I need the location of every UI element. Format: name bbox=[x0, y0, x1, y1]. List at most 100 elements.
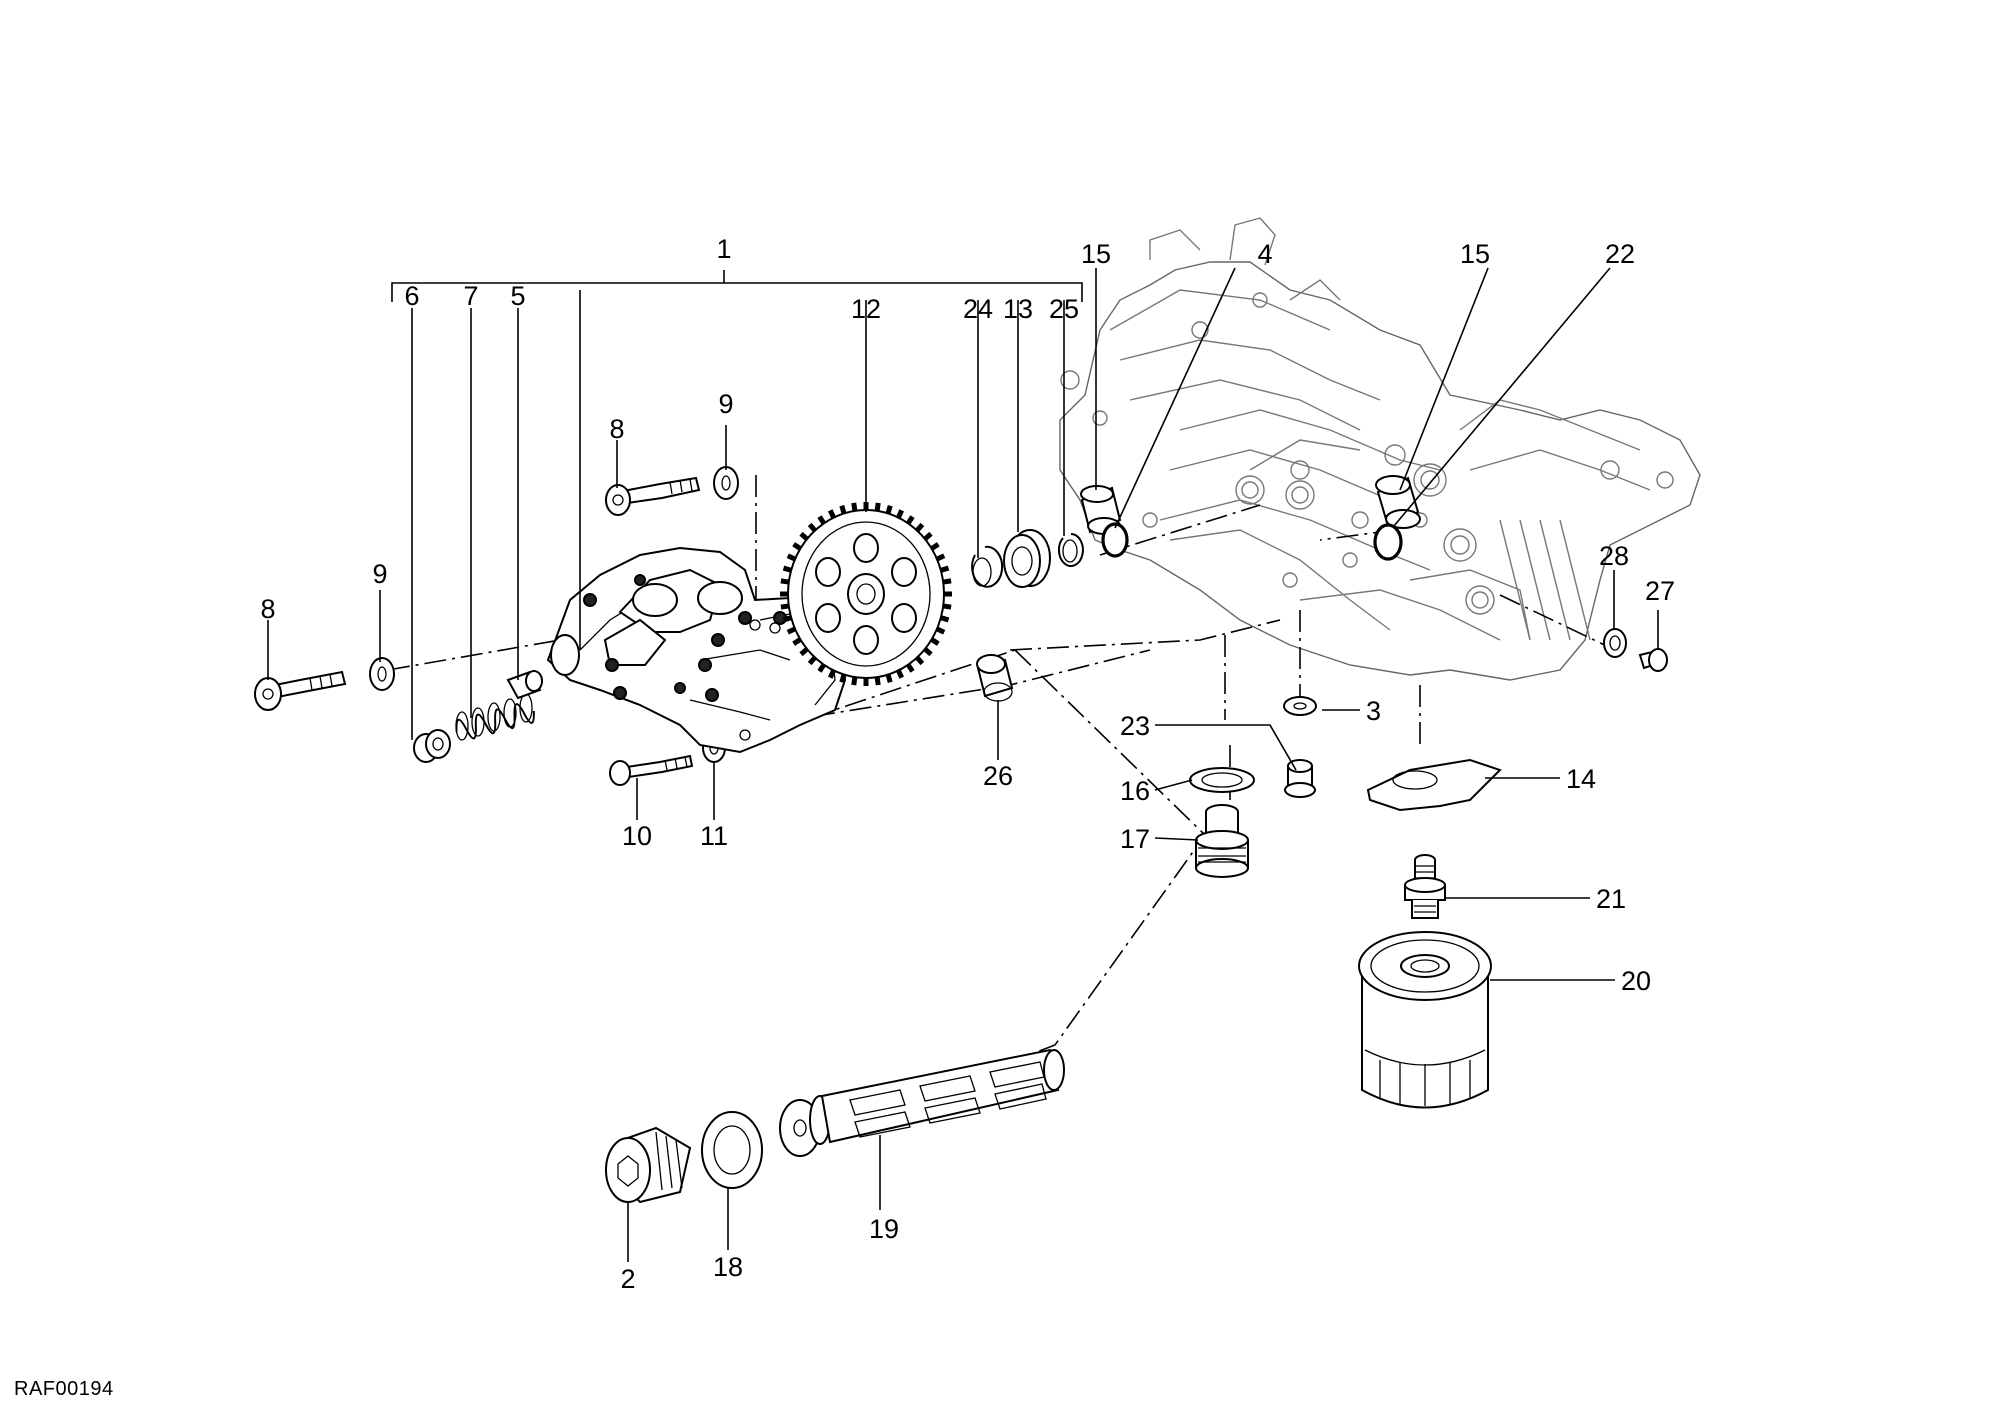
piston-5 bbox=[506, 670, 543, 700]
oil-pump-body bbox=[546, 546, 847, 754]
crankcase-housing bbox=[1059, 217, 1701, 681]
gear-tooth bbox=[786, 553, 797, 562]
callout-27: 27 bbox=[1645, 576, 1675, 606]
callout-11: 11 bbox=[700, 821, 728, 851]
gear-tooth bbox=[792, 637, 802, 646]
gear-tooth bbox=[817, 663, 826, 673]
circlip-25 bbox=[1057, 533, 1084, 567]
callout-1: 1 bbox=[716, 234, 731, 264]
callout-18: 18 bbox=[713, 1252, 743, 1282]
strainer-19 bbox=[779, 1048, 1065, 1157]
gear-tooth bbox=[874, 676, 881, 686]
gear-tooth bbox=[930, 637, 940, 646]
gear-tooth bbox=[792, 542, 802, 551]
callout-8-upper: 8 bbox=[609, 414, 624, 444]
circlip-24 bbox=[971, 545, 1004, 588]
gear-tooth bbox=[799, 647, 809, 657]
bushing-15-right bbox=[1375, 475, 1421, 529]
callout-23: 23 bbox=[1120, 711, 1150, 741]
callout-12: 12 bbox=[851, 294, 881, 324]
callout-7: 7 bbox=[463, 281, 478, 311]
leader-lines bbox=[267, 267, 1659, 1262]
callout-16: 16 bbox=[1120, 776, 1150, 806]
gear-tooth bbox=[896, 669, 904, 679]
callout-25: 25 bbox=[1049, 294, 1079, 324]
washer-9-left bbox=[369, 657, 395, 691]
gear-tooth bbox=[786, 626, 797, 635]
drawing-code: RAF00194 bbox=[14, 1378, 114, 1400]
callout-15-right: 15 bbox=[1460, 239, 1490, 269]
gear-tooth bbox=[817, 515, 826, 525]
gear-tooth bbox=[915, 522, 925, 533]
gear-tooth bbox=[828, 509, 836, 519]
gear-tooth bbox=[782, 615, 792, 623]
gear-tooth bbox=[828, 669, 836, 679]
spacer-26 bbox=[976, 654, 1014, 702]
gear-tooth bbox=[807, 522, 817, 533]
callout-26: 26 bbox=[983, 761, 1013, 791]
callout-3: 3 bbox=[1366, 696, 1381, 726]
callout-24: 24 bbox=[963, 294, 993, 324]
gear-tooth bbox=[930, 542, 940, 551]
gear-tooth bbox=[923, 647, 933, 657]
callout-22: 22 bbox=[1605, 239, 1635, 269]
bolt-8-upper bbox=[605, 476, 701, 516]
callout-14: 14 bbox=[1566, 764, 1596, 794]
gear-tooth bbox=[935, 553, 946, 562]
oil-filter-20 bbox=[1358, 931, 1492, 1109]
callout-5: 5 bbox=[510, 281, 525, 311]
callout-4: 4 bbox=[1257, 239, 1272, 269]
gear-tooth bbox=[940, 615, 950, 623]
gear-tooth bbox=[839, 673, 847, 683]
gear-tooth bbox=[782, 565, 792, 573]
bolt-10 bbox=[609, 754, 694, 786]
spring-7 bbox=[455, 693, 535, 741]
gear-tooth bbox=[839, 505, 847, 515]
gear-tooth bbox=[906, 515, 915, 525]
gear-tooth bbox=[851, 502, 858, 512]
callout-9-left: 9 bbox=[372, 559, 387, 589]
callout-8-left: 8 bbox=[260, 594, 275, 624]
screw-23 bbox=[1284, 759, 1316, 798]
callout-labels: 1 6 7 5 12 24 13 25 15 4 15 22 8 9 9 8 2… bbox=[260, 234, 1675, 1294]
gear-tooth bbox=[799, 531, 809, 541]
gasket-18 bbox=[701, 1111, 763, 1189]
washer-9-upper bbox=[713, 466, 739, 500]
gear-tooth bbox=[940, 565, 950, 573]
callout-2: 2 bbox=[620, 1264, 635, 1294]
gear-tooth bbox=[942, 578, 952, 585]
gear-tooth bbox=[896, 509, 904, 519]
callout-15-left: 15 bbox=[1081, 239, 1111, 269]
callout-19: 19 bbox=[869, 1214, 899, 1244]
plug-17 bbox=[1195, 804, 1249, 878]
gear-tooth bbox=[923, 531, 933, 541]
gear-tooth bbox=[915, 655, 925, 666]
callout-10: 10 bbox=[622, 821, 652, 851]
callout-21: 21 bbox=[1596, 884, 1626, 914]
callout-28: 28 bbox=[1599, 541, 1629, 571]
washer-28 bbox=[1603, 628, 1627, 658]
callout-20: 20 bbox=[1621, 966, 1651, 996]
screw-27 bbox=[1638, 648, 1668, 672]
nipple-21 bbox=[1404, 854, 1446, 919]
gear-tooth bbox=[807, 655, 817, 666]
gear-tooth bbox=[874, 502, 881, 512]
callout-17: 17 bbox=[1120, 824, 1150, 854]
callout-9-upper: 9 bbox=[718, 389, 733, 419]
plug-6 bbox=[413, 729, 451, 763]
plug-2 bbox=[605, 1126, 692, 1204]
gear-tooth bbox=[935, 626, 946, 635]
bearing-13 bbox=[1003, 529, 1051, 588]
bolt-8-left bbox=[254, 670, 347, 711]
washer-3 bbox=[1283, 696, 1317, 716]
oring-4 bbox=[1101, 522, 1129, 558]
gasket-16 bbox=[1189, 767, 1255, 793]
plate-14 bbox=[1366, 758, 1502, 812]
oring-22 bbox=[1373, 523, 1403, 561]
gear-tooth bbox=[906, 663, 915, 673]
gear-tooth bbox=[780, 578, 790, 585]
gear-tooth bbox=[851, 676, 858, 686]
callout-13: 13 bbox=[1003, 294, 1033, 324]
gear-tooth bbox=[780, 603, 790, 610]
